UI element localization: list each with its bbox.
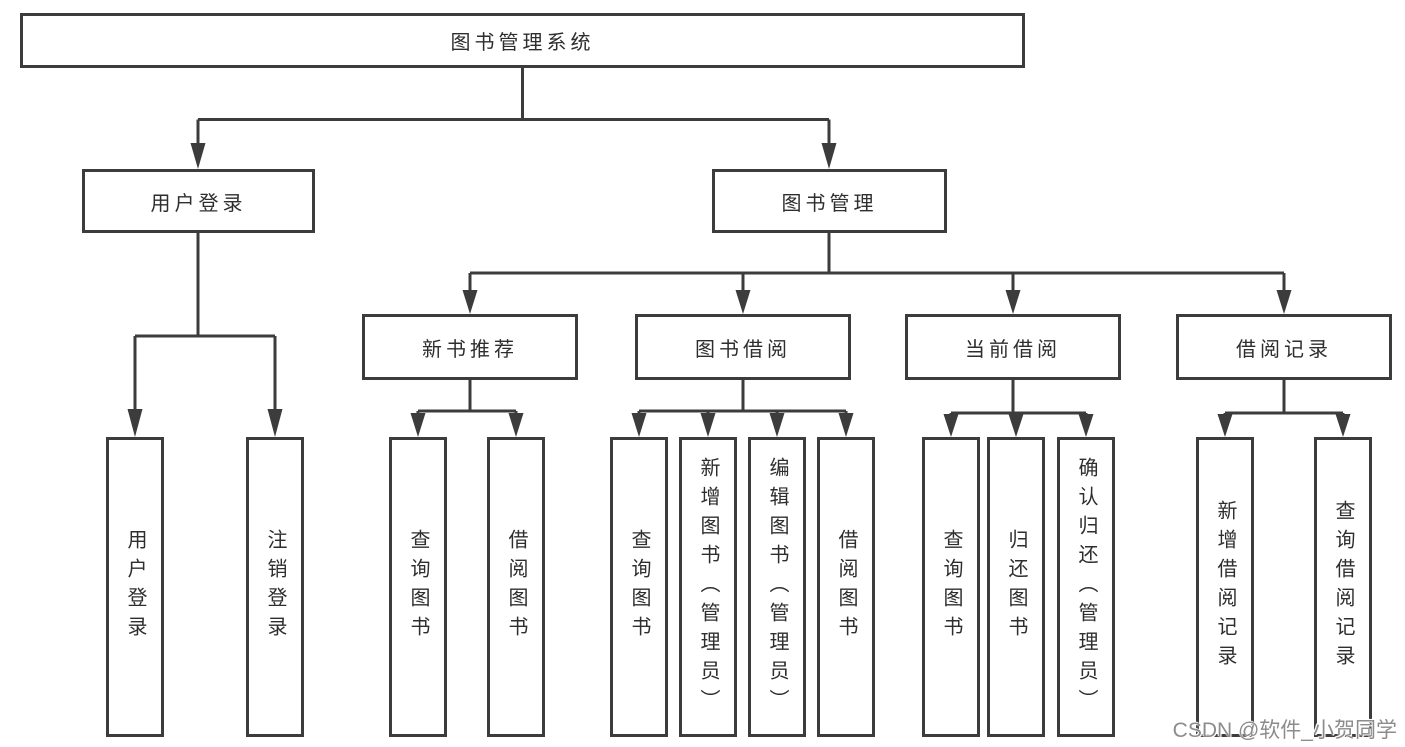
leaf-logout: 注销登录 [246,437,304,737]
leaf-bb-add-book-admin-label: 新增图书（管理员） [697,456,719,718]
node-book-mgmt-label: 图书管理 [781,192,878,215]
node-book-borrow-label: 图书借阅 [695,338,791,361]
node-root-label: 图书管理系统 [450,32,595,54]
node-user-login-label: 用户登录 [150,192,247,215]
connector-current-borrow-to-leaves [943,378,1094,437]
node-borrow-record-label: 借阅记录 [1236,338,1332,361]
node-current-borrow: 当前借阅 [905,314,1121,380]
leaf-cb-query-book: 查询图书 [922,437,980,737]
node-root-library-system: 图书管理系统 [20,13,1025,68]
leaf-cb-return-book-label: 归还图书 [1005,529,1027,645]
leaf-bb-query-book-label: 查询图书 [628,529,650,645]
node-new-book-recommend-label: 新书推荐 [422,338,518,361]
leaf-nb-query-book: 查询图书 [389,437,447,737]
leaf-br-query-record-label: 查询借阅记录 [1332,500,1354,674]
leaf-nb-borrow-book: 借阅图书 [487,437,545,737]
connector-borrow-record-to-leaves [1217,378,1351,437]
connector-book-mgmt-to-level3 [462,231,1292,314]
leaf-br-add-record-label: 新增借阅记录 [1214,500,1236,674]
leaf-cb-query-book-label: 查询图书 [940,529,962,645]
leaf-cb-return-book: 归还图书 [987,437,1045,737]
leaf-user-login-label: 用户登录 [124,529,146,645]
leaf-bb-borrow-book: 借阅图书 [817,437,875,737]
connector-user-login-to-leaves [127,231,283,437]
leaf-br-query-record: 查询借阅记录 [1314,437,1372,737]
connector-root-to-level2 [190,66,837,169]
leaf-bb-borrow-book-label: 借阅图书 [835,529,857,645]
leaf-nb-borrow-book-label: 借阅图书 [505,529,527,645]
node-user-login: 用户登录 [82,169,315,233]
node-new-book-recommend: 新书推荐 [362,314,578,380]
connector-new-book-recommend-to-leaves [410,378,524,437]
leaf-logout-label: 注销登录 [264,529,286,645]
leaf-cb-confirm-return-admin-label: 确认归还（管理员） [1075,456,1097,718]
node-borrow-record: 借阅记录 [1176,314,1392,380]
leaf-nb-query-book-label: 查询图书 [407,529,429,645]
connector-book-borrow-to-leaves [631,378,854,437]
node-book-mgmt: 图书管理 [712,169,947,233]
leaf-bb-edit-book-admin-label: 编辑图书（管理员） [766,456,788,718]
leaf-user-login: 用户登录 [106,437,164,737]
leaf-cb-confirm-return-admin: 确认归还（管理员） [1057,437,1115,737]
leaf-bb-query-book: 查询图书 [610,437,668,737]
leaf-bb-edit-book-admin: 编辑图书（管理员） [748,437,806,737]
node-book-borrow: 图书借阅 [635,314,851,380]
leaf-bb-add-book-admin: 新增图书（管理员） [679,437,737,737]
csdn-watermark: CSDN @软件_小贺同学 [1172,719,1397,742]
node-current-borrow-label: 当前借阅 [965,338,1061,361]
leaf-br-add-record: 新增借阅记录 [1196,437,1254,737]
